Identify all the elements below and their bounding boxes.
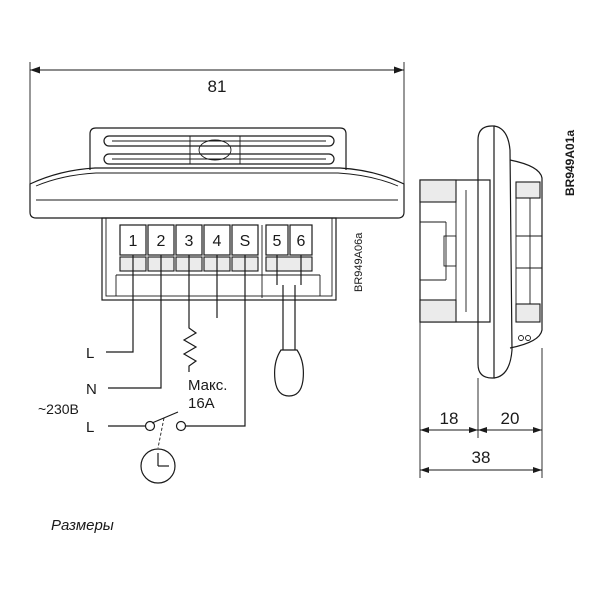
wire-label-L: L — [86, 345, 94, 362]
switch-contact — [144, 420, 156, 432]
width-dimension-label: 81 — [208, 77, 227, 96]
load-max-label: Макс. — [188, 377, 227, 394]
terminal-cell — [175, 224, 203, 256]
wire-label-L2: L — [86, 419, 94, 436]
caption: Размеры — [51, 517, 114, 534]
terminal-cell — [119, 224, 147, 256]
terminal-label-4: 4 — [213, 233, 222, 250]
front-view-code: BR949A06a — [353, 232, 365, 292]
load-current-label: 16A — [188, 395, 215, 412]
terminal-cell — [203, 224, 231, 256]
depth-dimensions: 18 20 38 — [419, 322, 543, 478]
terminal-label-5: 5 — [273, 233, 282, 250]
clock-icon — [140, 448, 176, 484]
heating-element — [182, 318, 198, 372]
terminal-label-2: 2 — [157, 233, 166, 250]
wire-label-N: N — [86, 381, 97, 398]
side-view: BR949A01a — [419, 125, 577, 379]
terminal-label-S: S — [240, 233, 251, 250]
terminal-cell — [147, 224, 175, 256]
switch-contact — [175, 420, 187, 432]
wiring-diagram: L N ~230В L Макс. 16A — [38, 255, 304, 484]
switch-lever — [151, 411, 179, 424]
depth-38-label: 38 — [472, 448, 491, 467]
terminal-label-3: 3 — [185, 233, 194, 250]
sensor-probe — [274, 349, 304, 397]
width-dimension: 81 — [29, 62, 405, 185]
terminal-label-6: 6 — [297, 233, 306, 250]
front-view-body — [29, 127, 405, 219]
terminal-cell — [231, 224, 259, 256]
depth-20-label: 20 — [501, 409, 520, 428]
side-view-code: BR949A01a — [563, 130, 577, 196]
voltage-label: ~230В — [38, 401, 79, 417]
terminal-label-1: 1 — [129, 233, 138, 250]
depth-18-label: 18 — [440, 409, 459, 428]
